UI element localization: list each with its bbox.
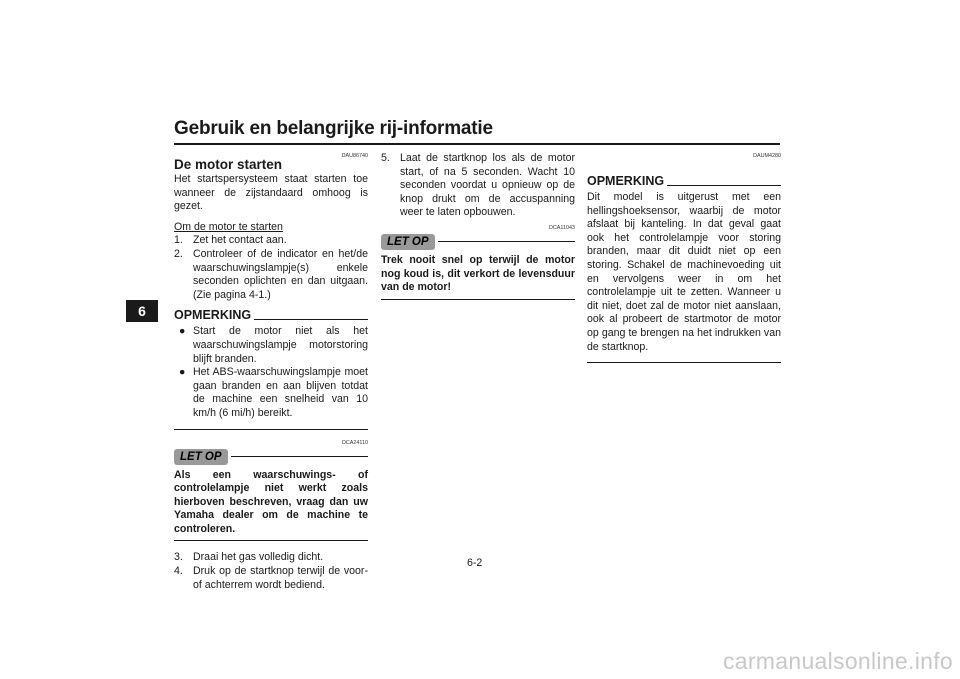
column-middle: 5. Laat de startknop los als de motor sta… <box>381 152 575 300</box>
note-end-rule <box>587 362 781 364</box>
step-number: 4. <box>174 565 183 578</box>
watermark: carmanualsonline.info <box>722 648 953 674</box>
step-item: 1. Zet het contact aan. <box>174 234 368 248</box>
caution-badge: LET OP <box>381 233 435 250</box>
reference-code: DAU86740 <box>341 153 368 159</box>
step-text: Zet het contact aan. <box>193 234 287 247</box>
reference-code: DCA24110 <box>342 439 368 446</box>
note-rule <box>254 319 368 321</box>
intro-paragraph: Het startspersysteem staat starten toe w… <box>174 173 368 213</box>
note-text: Dit model is uitgerust met een hellingsh… <box>587 191 781 353</box>
title-rule <box>174 143 780 145</box>
page-title: Gebruik en belangrijke rij-informatie <box>174 118 493 139</box>
step-number: 3. <box>174 551 183 564</box>
step-text: Draai het gas volledig dicht. <box>193 551 324 564</box>
bullet-icon: ● <box>179 325 186 338</box>
note-bullet: ● Het ABS-waarschuwingslampje moet gaan b… <box>174 366 368 420</box>
step-number: 2. <box>174 247 183 260</box>
bullet-icon: ● <box>179 366 186 379</box>
note-header: OPMERKING <box>587 174 781 189</box>
step-text: Druk op de startknop terwijl de voor- of… <box>193 565 368 591</box>
step-item: 3. Draai het gas volledig dicht. <box>174 551 368 565</box>
step-text: Controleer of de indicator en het/de waa… <box>193 247 368 301</box>
note-label: OPMERKING <box>174 308 252 323</box>
column-right: DAUM4280 OPMERKING Dit model is uitgerus… <box>587 152 781 364</box>
step-list: 3. Draai het gas volledig dicht. 4. Druk o… <box>174 551 368 592</box>
reference-code: DCA11043 <box>549 224 575 231</box>
caution-text: Trek nooit snel op terwijl de motor nog … <box>381 253 575 294</box>
step-number: 5. <box>381 152 390 164</box>
note-bullet-list: ● Start de motor niet als het waarschuwin… <box>174 325 368 420</box>
step-item: 5. Laat de startknop los als de motor sta… <box>381 152 575 220</box>
caution-end-rule <box>174 540 368 542</box>
step-item: 2. Controleer of de indicator en het/de w… <box>174 248 368 302</box>
note-bullet: ● Start de motor niet als het waarschuwin… <box>174 325 368 366</box>
section-title: De motor starten <box>174 157 283 172</box>
note-header: OPMERKING <box>174 308 368 323</box>
caution-badge: LET OP <box>174 448 228 465</box>
caution-rule <box>230 456 368 457</box>
note-rule <box>667 185 781 186</box>
step-item: 4. Druk op de startknop terwijl de voor- … <box>174 565 368 592</box>
caution-rule <box>437 241 575 243</box>
reference-code: DAUM4280 <box>753 153 781 159</box>
caution-header: LET OP <box>174 448 368 465</box>
step-list: 5. Laat de startknop los als de motor sta… <box>381 152 575 220</box>
caution-end-rule <box>381 298 575 300</box>
note-end-rule <box>174 428 368 430</box>
caution-header: LET OP <box>381 233 575 250</box>
step-list: 1. Zet het contact aan. 2. Controleer of d… <box>174 234 368 302</box>
chapter-tab: 6 <box>126 300 158 322</box>
caution-text: Als een waarschuwings- of controlelampje… <box>174 468 368 535</box>
step-number: 1. <box>174 234 183 247</box>
page-number: 6-2 <box>467 557 483 569</box>
bullet-text: Het ABS-waarschuwingslampje moet gaan br… <box>193 366 368 419</box>
bullet-text: Start de motor niet als het waarschuwing… <box>193 325 368 365</box>
note-label: OPMERKING <box>587 174 665 188</box>
column-left: DAU86740 De motor starten Het startspers… <box>174 152 368 592</box>
step-text: Laat de startknop los als de motor start… <box>400 152 575 219</box>
subheading: Om de motor te starten <box>174 220 283 233</box>
